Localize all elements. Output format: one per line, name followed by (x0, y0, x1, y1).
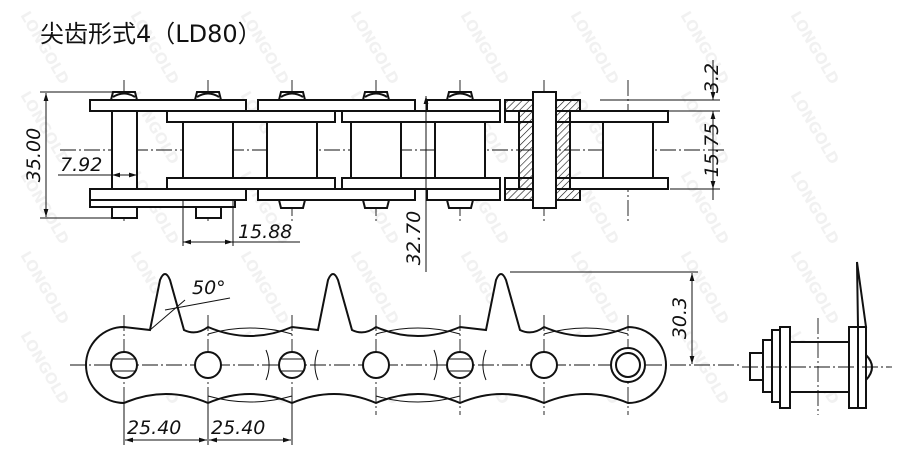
watermark-text: LONGOLD (457, 8, 513, 87)
watermark-text: LONGOLD (237, 248, 293, 327)
roller (602, 121, 654, 179)
pin-head (109, 91, 139, 101)
inner-plate (504, 110, 669, 123)
watermark-text: LONGOLD (677, 168, 733, 247)
outer-plate (257, 188, 416, 201)
watermark-text: LONGOLD (787, 88, 843, 167)
watermark-text: LONGOLD (17, 328, 73, 407)
pin-head (361, 91, 391, 101)
roller (350, 121, 402, 179)
watermark-text: LONGOLD (567, 8, 623, 87)
dim-tooth-angle: 50° (192, 277, 226, 299)
dim-pitch-2: 25.40 (211, 417, 265, 439)
pin-hole (110, 351, 138, 379)
pin-hole (278, 351, 306, 379)
inner-plate (166, 110, 336, 123)
drawing-title: 尖齿形式4（LD80） (40, 20, 262, 48)
top-view-dimensions: 35.00 7.92 15.88 32.70 3.2 15.75 (23, 60, 723, 272)
pin-hole (530, 351, 558, 379)
side-view (70, 273, 740, 415)
inner-plate (166, 177, 336, 190)
dim-inner-width: 15.75 (701, 123, 723, 177)
outer-plate (257, 99, 416, 112)
dim-attachment-height: 32.70 (403, 211, 425, 265)
pin-head (445, 199, 475, 209)
pin-head (361, 199, 391, 209)
dim-tooth-height: 30.3 (669, 297, 691, 339)
dim-pin-diameter: 7.92 (60, 154, 102, 176)
dim-pitch-1: 25.40 (127, 417, 181, 439)
inner-plate (341, 110, 501, 123)
roller (182, 121, 234, 179)
inner-plate (504, 177, 669, 190)
dim-plate-thickness: 3.2 (701, 63, 723, 93)
watermark-text: LONGOLD (567, 248, 623, 327)
watermark-text: LONGOLD (787, 248, 843, 327)
pin-head (277, 199, 307, 209)
pin-head (193, 91, 223, 101)
inner-plate (341, 177, 501, 190)
outer-plate (426, 188, 501, 201)
end-view (742, 261, 892, 415)
roller (266, 121, 318, 179)
pin-hole (615, 352, 641, 378)
dim-overall-width: 35.00 (23, 128, 45, 182)
top-view (60, 80, 725, 222)
pin-head (445, 91, 475, 101)
watermark-text: LONGOLD (787, 8, 843, 87)
watermark-text: LONGOLD (347, 248, 403, 327)
outer-plate (89, 99, 247, 112)
outer-plate (89, 188, 247, 201)
pin-hole (362, 351, 390, 379)
roller (434, 121, 486, 179)
watermark-text: LONGOLD (787, 168, 843, 247)
side-view-dimensions: 50° 30.3 25.40 25.40 (123, 271, 698, 445)
watermark-text: LONGOLD (347, 8, 403, 87)
pin-head (277, 91, 307, 101)
outer-plate (426, 99, 501, 112)
dim-roller-diameter: 15.88 (238, 221, 292, 243)
watermark-text: LONGOLD (17, 248, 73, 327)
pin-hole (446, 351, 474, 379)
pin-hole (194, 351, 222, 379)
